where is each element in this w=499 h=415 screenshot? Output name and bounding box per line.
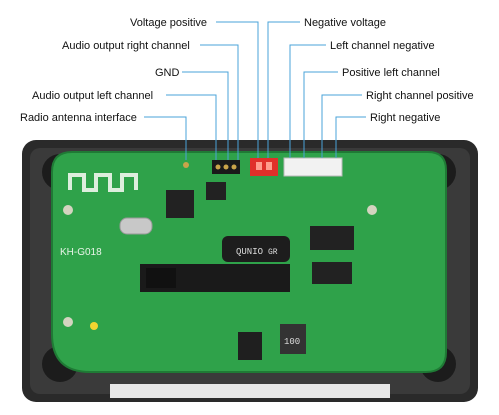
label-radio-antenna: Radio antenna interface xyxy=(20,112,137,124)
pad xyxy=(63,205,73,215)
label-left-channel-negative: Left channel negative xyxy=(330,40,435,52)
pin xyxy=(223,164,229,170)
callout-audio-out-left xyxy=(166,94,217,160)
label-right-negative: Right negative xyxy=(370,112,440,124)
label-audio-out-left: Audio output left channel xyxy=(32,90,153,102)
front-panel-strip xyxy=(110,384,390,398)
pin xyxy=(256,162,262,170)
antenna-pad xyxy=(183,162,189,168)
callout-lines xyxy=(144,21,366,160)
callout-voltage-positive xyxy=(216,21,259,158)
antenna-trace xyxy=(68,173,138,192)
led-indicator xyxy=(90,322,98,330)
board-model-label: KH-G018 xyxy=(60,247,102,258)
slot-window xyxy=(146,268,176,288)
pin xyxy=(215,164,221,170)
callout-positive-left-channel xyxy=(303,71,338,158)
crystal-oscillator xyxy=(119,217,153,235)
label-voltage-positive: Voltage positive xyxy=(130,17,207,29)
label-negative-voltage: Negative voltage xyxy=(304,17,386,29)
electrolytic-capacitor xyxy=(222,236,290,262)
mosfet xyxy=(238,332,262,360)
callout-gnd xyxy=(182,71,229,160)
pin xyxy=(231,164,237,170)
label-audio-out-right: Audio output right channel xyxy=(62,40,190,52)
inductor-label: 100 xyxy=(284,337,300,347)
pin xyxy=(266,162,272,170)
main-ic-chip xyxy=(166,190,194,218)
pad xyxy=(63,317,73,327)
callout-audio-out-right xyxy=(200,44,239,160)
small-ic-chip xyxy=(206,182,226,200)
amplifier-chip xyxy=(310,226,354,250)
power-connector-red xyxy=(250,158,278,176)
callout-radio-antenna xyxy=(144,116,187,160)
label-gnd: GND xyxy=(155,67,180,79)
callout-left-channel-negative xyxy=(289,44,326,158)
capacitor-label: QUNIO xyxy=(236,247,263,257)
callout-right-negative xyxy=(335,116,366,158)
pad xyxy=(367,205,377,215)
inductor xyxy=(280,324,306,354)
callout-right-channel-positive xyxy=(321,94,362,158)
callout-negative-voltage xyxy=(267,21,300,158)
speaker-connector-white xyxy=(283,157,343,177)
label-right-channel-positive: Right channel positive xyxy=(366,90,474,102)
amplifier-chip-2 xyxy=(312,262,352,284)
capacitor-value: GR xyxy=(268,248,278,257)
label-positive-left-channel: Positive left channel xyxy=(342,67,440,79)
